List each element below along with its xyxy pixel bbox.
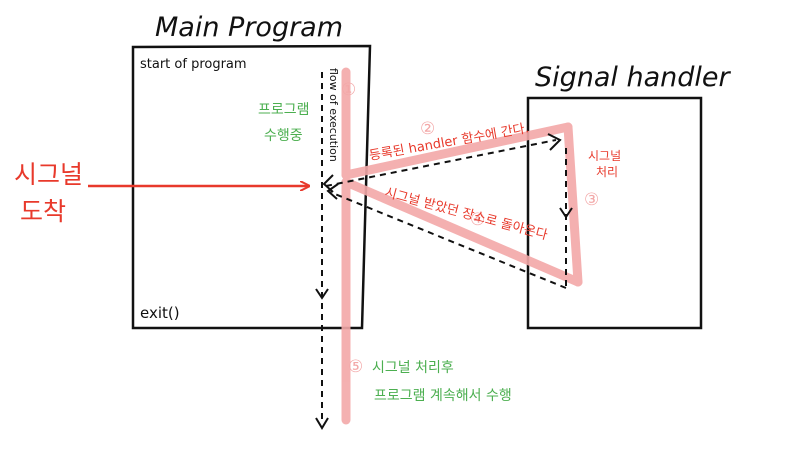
step-number-3: ③ [584, 190, 599, 210]
step-number-5: ⑤ [348, 357, 363, 377]
highlight-flow-path [341, 67, 583, 425]
signal-handler-box [526, 96, 703, 330]
step5-label-line2: 프로그램 계속해서 수행 [374, 388, 512, 404]
step-number-2: ② [420, 119, 435, 139]
main-program-box [131, 44, 372, 330]
step3-label-line1: 시그널 [588, 149, 621, 163]
step3-label-line2: 처리 [596, 165, 618, 179]
signal-arrival-line1: 시그널 [14, 160, 83, 189]
exit-label: exit() [140, 304, 180, 322]
flow-of-execution-label: flow of execution [327, 68, 340, 162]
signal-arrival-line2: 도착 [20, 197, 66, 226]
start-of-program-label: start of program [140, 57, 247, 72]
step-number-4: ④ [470, 210, 485, 230]
program-running-line2: 수행중 [264, 128, 303, 144]
step-number-1: ① [341, 80, 356, 100]
main-program-title: Main Program [155, 12, 343, 43]
step5-label-line1: 시그널 처리후 [372, 360, 454, 376]
program-running-line1: 프로그램 [258, 102, 310, 118]
signal-handler-title: Signal handler [535, 62, 732, 93]
dashed-arrow-heads [315, 133, 573, 430]
